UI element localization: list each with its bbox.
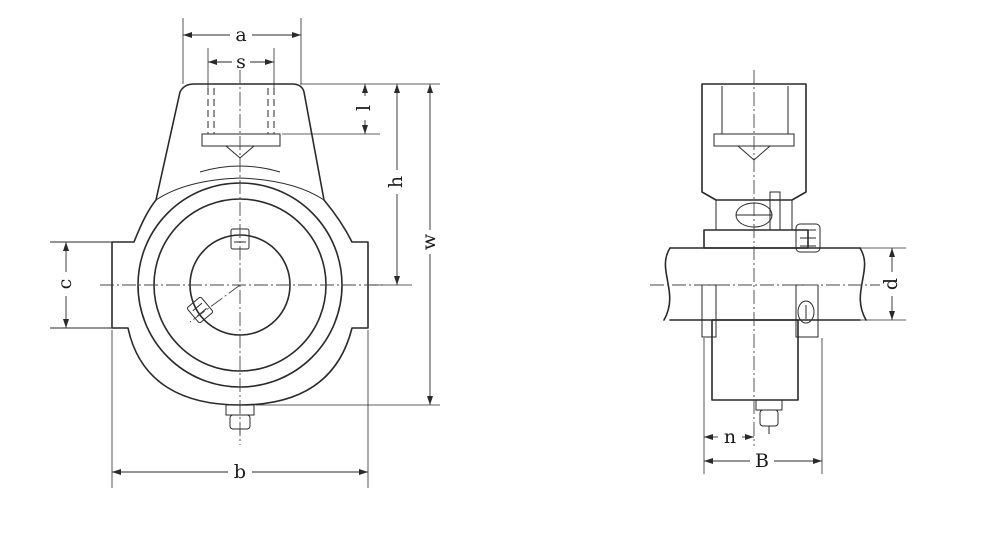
dim-label-d: d (880, 278, 902, 290)
dim-label-n: n (724, 426, 736, 448)
side-collar (703, 229, 809, 249)
dim-label-B: B (755, 450, 769, 472)
side-shaft (669, 247, 861, 321)
front-view (50, 70, 385, 445)
front-dimensions: a s l h w c b (54, 18, 440, 488)
dim-label-h: h (385, 176, 407, 188)
side-dimensions: d n B (703, 248, 902, 474)
side-view (650, 70, 906, 446)
dim-label-a: a (235, 24, 246, 46)
set-screw-angled (186, 296, 214, 324)
dim-label-b: b (234, 461, 246, 483)
grease-nipple-side (755, 399, 783, 434)
side-lower-housing (711, 319, 799, 401)
dim-label-c: c (54, 279, 76, 290)
dim-label-l: l (353, 105, 375, 111)
dim-label-w: w (418, 233, 440, 250)
front-housing-outline (111, 83, 369, 406)
dim-label-s: s (236, 51, 246, 73)
